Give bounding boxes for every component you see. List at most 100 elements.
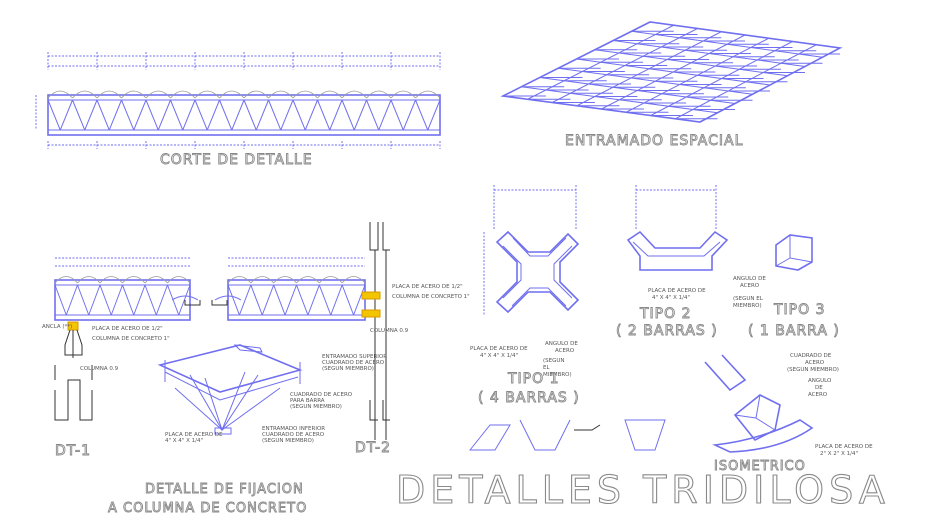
section-arc: [317, 90, 343, 99]
truss-diagonal: [182, 99, 196, 131]
truss-diagonal: [194, 99, 208, 131]
section-arc: [47, 90, 73, 99]
section-arc: [250, 276, 274, 284]
section-arc: [415, 90, 441, 99]
tipo1-subtitle: ( 4 BARRAS ): [478, 390, 580, 406]
truss-diagonal: [121, 99, 135, 131]
diagonal-note-1: CUADRADO DE ACERO: [290, 392, 353, 398]
entramado-sup-note-2: CUADRADO DE ACERO: [322, 360, 385, 366]
truss-diagonal: [170, 99, 184, 131]
tipo1-angulo-note-2: ACERO: [555, 348, 575, 354]
truss-diagonal: [88, 284, 101, 316]
section-arc: [170, 90, 196, 99]
section-arc: [194, 90, 220, 99]
placa-iso-note-1: PLACA DE ACERO DE: [815, 444, 873, 450]
section-arc: [219, 90, 245, 99]
tipo1-placa-note-1: PLACA DE ACERO DE: [470, 346, 528, 352]
tipo1-segun-note-3: MIEMBRO): [543, 372, 572, 378]
tipo1-placa-note-2: 4" X 4" X 1/4": [480, 353, 518, 359]
truss-diagonal: [231, 99, 245, 131]
placa-dt1-note-2: COLUMNA DE CONCRETO 1": [92, 336, 170, 342]
entramado-title: ENTRAMADO ESPACIAL: [565, 133, 743, 149]
dt2-column-detail: [361, 222, 390, 440]
isometrico-title: ISOMETRICO: [714, 459, 806, 474]
columna-note: COLUMNA 0.9: [370, 328, 409, 334]
truss-diagonal: [122, 284, 135, 316]
angulo3-note-2: DE: [815, 385, 823, 391]
truss-diagonal: [108, 99, 122, 131]
placa-dt2-note-1: PLACA DE ACERO DE 1/2": [392, 284, 463, 290]
tipo3-title: TIPO 3: [773, 302, 826, 318]
truss-diagonal: [292, 99, 306, 131]
section-arc: [366, 90, 392, 99]
cuadrado-note-1: CUADRADO DE: [790, 353, 832, 359]
truss-diagonal: [296, 284, 309, 316]
truss-diagonal: [110, 284, 123, 316]
cuadrado-note-3: (SEGUN MIEMBRO): [787, 367, 839, 373]
tipo3-subtitle: ( 1 BARRA ): [748, 323, 840, 339]
cuadrado-note-2: ACERO: [805, 360, 825, 366]
corte-title: CORTE DE DETALLE: [160, 152, 313, 168]
entramado-inf-note-3: (SEGUN MIEMBRO): [262, 438, 314, 444]
truss-diagonal: [280, 99, 294, 131]
truss-diagonal: [77, 284, 90, 316]
section-arc: [243, 90, 269, 99]
tipo2-segun-note: (SEGUN EL: [733, 296, 764, 302]
tipo1-segun-note-1: (SEGUN: [543, 358, 565, 364]
truss-diagonal: [329, 99, 343, 131]
tipo2-angulo-note-1: ANGULO DE: [733, 276, 766, 282]
truss-diagonal: [415, 99, 429, 131]
tipo1-title: TIPO 1: [507, 371, 560, 387]
truss-diagonal: [54, 284, 67, 316]
truss-diagonal: [255, 99, 269, 131]
truss-diagonal: [72, 99, 86, 131]
diagonal-note-3: (SEGUN MIEMBRO): [290, 404, 342, 410]
truss-diagonal: [250, 284, 263, 316]
section-arc: [227, 276, 252, 284]
section-arc: [121, 90, 147, 99]
fijacion-truss-left: [54, 257, 191, 321]
truss-diagonal: [178, 284, 191, 316]
truss-diagonal: [353, 284, 366, 316]
entramado-sup-note-3: (SEGUN MIEMBRO): [322, 366, 374, 372]
section-arc: [390, 90, 416, 99]
columna-dt1-note: COLUMNA 0.9: [80, 366, 119, 372]
entramado-sup-note-1: ENTRAMADO SUPERIOR: [322, 354, 387, 360]
truss-diagonal: [238, 284, 252, 316]
ancla-note: ANCLA (**): [42, 324, 72, 330]
dt1-title: DT-1: [55, 443, 91, 459]
section-arc: [341, 276, 366, 284]
truss-diagonal: [206, 99, 220, 131]
tipo2-angulo-note-2: ACERO: [740, 283, 760, 289]
truss-diagonal: [273, 284, 286, 316]
fijacion-node-detail: [157, 344, 303, 435]
section-arc: [341, 90, 367, 99]
truss-diagonal: [155, 284, 168, 316]
truss-diagonal: [402, 99, 416, 131]
truss-diagonal: [390, 99, 404, 131]
truss-diagonal: [167, 284, 180, 316]
section-arc: [273, 276, 297, 284]
truss-diagonal: [268, 99, 282, 131]
entramado-inf-note-1: ENTRAMADO INFERIOR: [262, 426, 325, 432]
truss-diagonal: [341, 284, 355, 316]
truss-diagonal: [307, 284, 320, 316]
truss-diagonal: [84, 99, 98, 131]
truss-diagonal: [133, 284, 146, 316]
section-arc: [96, 90, 122, 99]
section-arc: [144, 276, 168, 284]
tipo3-section: [775, 234, 813, 271]
truss-diagonal: [65, 284, 78, 316]
truss-diagonal: [427, 99, 441, 131]
section-arc: [296, 276, 320, 284]
placa-dt2-note-2: COLUMNA DE CONCRETO 1": [392, 294, 470, 300]
tipo1-angulo-note-1: ANGULO DE: [545, 341, 578, 347]
truss-diagonal: [227, 284, 240, 316]
section-arc: [167, 276, 191, 284]
placa-dt1-note-1: PLACA DE ACERO DE 1/2": [92, 326, 163, 332]
section-arc: [54, 276, 78, 284]
section-arc: [99, 276, 123, 284]
tipo2-title: TIPO 2: [639, 306, 692, 322]
profile-details: [468, 419, 666, 451]
